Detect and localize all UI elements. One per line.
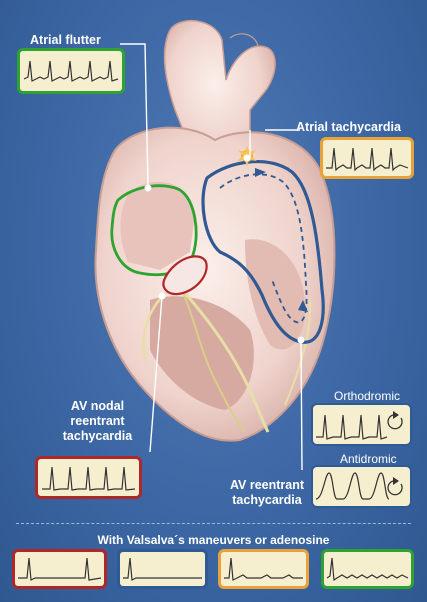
ecg-antidromic — [311, 465, 412, 508]
ecg-orthodromic — [311, 403, 412, 446]
antidromic-label: Antidromic — [340, 452, 397, 466]
avnrt-label-line2: reentrant — [70, 414, 125, 428]
reentry-arrow-icon — [387, 414, 403, 430]
ecg-maneuver-avrt — [117, 549, 208, 589]
avrt-label-line2: tachycardia — [232, 493, 302, 507]
section-divider — [16, 523, 411, 524]
atrial-flutter-label: Atrial flutter — [30, 33, 101, 47]
avrt-label: AV reentrant tachycardia — [218, 478, 316, 508]
avnrt-label-line3: tachycardia — [62, 429, 133, 443]
ecg-atrial-tachycardia — [320, 137, 414, 179]
avnrt-label-line1: AV nodal — [70, 399, 125, 413]
ecg-atrial-flutter — [17, 48, 125, 94]
orthodromic-label: Orthodromic — [334, 389, 401, 403]
avrt-label-line1: AV reentrant — [229, 478, 305, 492]
ecg-maneuver-atrial-tachy — [218, 549, 309, 589]
ecg-maneuver-flutter — [321, 549, 414, 589]
maneuvers-caption: With Valsalva´s maneuvers or adenosine — [97, 533, 330, 547]
ecg-maneuver-avnrt — [12, 549, 107, 589]
ecg-avnrt — [35, 456, 142, 499]
atrial-tachycardia-label: Atrial tachycardia — [296, 120, 401, 134]
avnrt-label: AV nodal reentrant tachycardia — [50, 399, 145, 444]
reentry-arrow-icon — [387, 480, 403, 496]
